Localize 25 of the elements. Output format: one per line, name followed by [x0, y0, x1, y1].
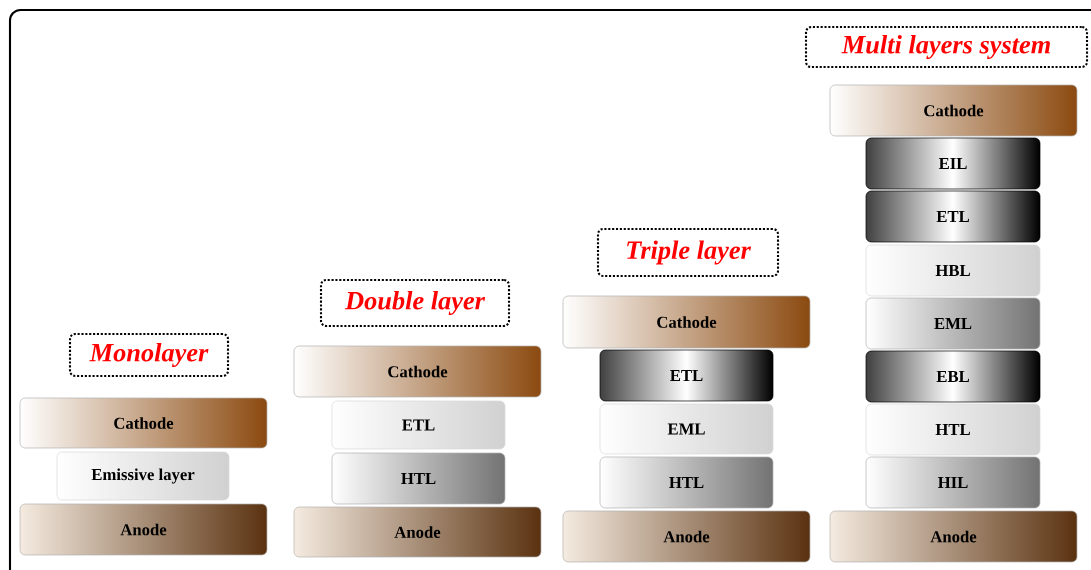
title-box: Double layer — [319, 278, 511, 328]
layer-block: HIL — [865, 456, 1041, 509]
layer-block: EIL — [865, 137, 1041, 190]
layer-block: ETL — [599, 349, 774, 402]
title-box: Monolayer — [68, 332, 230, 378]
layer-block: Anode — [293, 506, 542, 558]
title-box: Triple layer — [596, 227, 780, 278]
layer-block: Cathode — [293, 345, 542, 398]
layer-block: EML — [865, 297, 1041, 350]
layer-block: Cathode — [829, 84, 1078, 137]
layer-block: ETL — [865, 190, 1041, 243]
title-box: Multi layers system — [804, 25, 1089, 69]
layer-block: Anode — [19, 503, 268, 556]
layer-block: Cathode — [19, 397, 268, 449]
layer-block: HTL — [599, 456, 774, 509]
layer-block: Anode — [562, 510, 811, 563]
layer-block: EML — [599, 403, 774, 455]
layer-block: HTL — [331, 452, 506, 505]
layer-block: HTL — [865, 403, 1041, 456]
layer-block: Emissive layer — [56, 451, 230, 501]
layer-block: Anode — [829, 510, 1078, 563]
layer-block: ETL — [331, 400, 506, 450]
layer-block: Cathode — [562, 295, 811, 349]
layer-block: HBL — [865, 244, 1041, 297]
layer-block: EBL — [865, 350, 1041, 403]
